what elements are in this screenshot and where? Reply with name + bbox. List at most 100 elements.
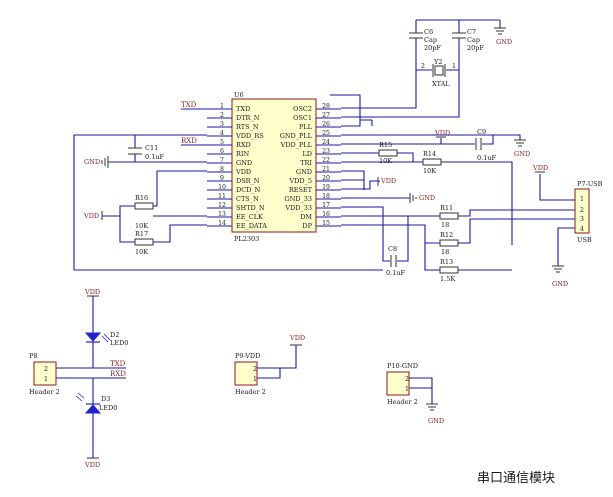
resistor-r14[interactable] [422, 158, 442, 166]
resistor-r11[interactable] [439, 212, 459, 220]
gnd-label-usb: GND [552, 280, 568, 288]
led-d3[interactable] [75, 392, 102, 414]
y2-value: XTAL [432, 80, 450, 88]
left-nets: TXD RXD C11 0.1uF GND VDD R16 10K R17 10… [73, 94, 361, 270]
d3-ref: D3 [101, 395, 110, 403]
p7-pin4: 4 [580, 226, 584, 233]
r13-ref: R13 [440, 258, 453, 266]
ic-pin-name: OSC2 [293, 105, 312, 113]
capacitor-c9[interactable] [475, 138, 482, 150]
ic-pin-number: 5 [220, 139, 224, 146]
ic-pin-number: 24 [322, 139, 330, 146]
d2-ref: D2 [110, 331, 119, 339]
p8-pin2: 2 [44, 366, 48, 373]
ic-pin-name: RIN [236, 150, 249, 158]
ic-pin-number: 3 [220, 121, 224, 128]
header-p9[interactable]: P9-VDD 2 1 Header 2 [234, 352, 266, 396]
ic-pin-number: 25 [322, 130, 330, 137]
vdd-label-d2: VDD [84, 288, 100, 296]
r12-ref: R12 [440, 231, 453, 239]
ic-pin-name: PLL [299, 123, 313, 131]
c7-ref: C7 [467, 28, 476, 36]
ic-pin-number: 17 [322, 202, 330, 209]
r16-value: 10K [135, 222, 148, 230]
resistor-r17[interactable] [134, 238, 154, 246]
c7-value: 20pF [467, 44, 484, 52]
capacitor-c6[interactable] [409, 32, 423, 39]
ic-pin-name: GND [236, 159, 252, 167]
ic-pin-name: VDD_PLL [280, 141, 313, 149]
ic-pin-name: GND [296, 168, 312, 176]
y2-pin1: 1 [452, 63, 456, 70]
ic-ref: U6 [234, 91, 244, 99]
ic-pin-number: 7 [220, 157, 224, 164]
p9-pin2: 2 [253, 366, 257, 373]
r17-value: 10K [135, 248, 148, 256]
capacitor-c11[interactable] [128, 147, 142, 155]
c9-ref: C9 [477, 128, 486, 136]
p7-pin3: 3 [580, 216, 584, 223]
c11-value: 0.1uF [145, 153, 165, 161]
ic-pin-name: DCD_N [236, 186, 261, 194]
ic-pin-number: 11 [218, 193, 226, 200]
ic-pin-name: DM [300, 213, 312, 221]
ic-pin-name: VDD_5 [288, 177, 312, 185]
ic-pin-number: 19 [322, 184, 330, 191]
header-p8[interactable]: P8 2 1 Header 2 [29, 352, 60, 396]
ic-pin-name: VDD_RS [235, 132, 264, 140]
ic-pin-number: 10 [218, 184, 226, 191]
crystal-y2[interactable] [432, 64, 446, 77]
c7-type: Cap [467, 36, 480, 44]
p8-value: Header 2 [29, 388, 60, 396]
net-txd-led: TXD [110, 360, 126, 368]
p10-wires [409, 377, 433, 404]
resistor-r13[interactable] [439, 266, 459, 274]
ic-pin-number: 8 [220, 166, 224, 173]
header-p10[interactable]: P10-GND 2 1 Header 2 [386, 362, 418, 406]
p9-ref: P9-VDD [235, 352, 260, 360]
y2-ref: Y2 [433, 58, 442, 66]
r13-value: 1.5K [440, 275, 455, 283]
p7-ref: P7-USB [577, 180, 603, 188]
ic-pin-number: 14 [218, 220, 226, 227]
gnd-label-p10: GND [428, 417, 444, 425]
led-d2[interactable] [84, 332, 111, 343]
p7-value: USB [577, 236, 592, 244]
p9-value: Header 2 [235, 388, 266, 396]
ic-pin-number: 22 [322, 157, 330, 164]
ic-pin-name: TRI [300, 159, 312, 167]
gnd-symbol [426, 403, 438, 411]
ic-pin-number: 13 [218, 211, 226, 218]
resistor-r16[interactable] [134, 202, 154, 210]
ic-pin-number: 4 [220, 130, 224, 137]
ic-pin-number: 28 [322, 103, 330, 110]
p7-pin1: 1 [580, 196, 584, 203]
resistor-r12[interactable] [439, 239, 459, 247]
ic-pin-number: 6 [220, 148, 224, 155]
resistor-r15[interactable] [378, 149, 398, 157]
p10-pin2: 2 [405, 376, 409, 383]
capacitor-c8[interactable] [390, 255, 397, 267]
c9-value: 0.1uF [477, 154, 497, 162]
ic-pin-number: 26 [322, 121, 330, 128]
r17-ref: R17 [135, 230, 148, 238]
r15-value: 10K [379, 157, 392, 165]
r12-value: 18 [441, 248, 449, 256]
r14-value: 10K [423, 167, 436, 175]
d2-value: LED0 [110, 339, 128, 347]
c8-value: 0.1uF [386, 269, 406, 277]
ic-pin-name: RTS_N [236, 123, 259, 131]
gnd-label-pll: GND [514, 150, 530, 158]
ic-pin-number: 20 [322, 175, 330, 182]
ic-pin-name: OSC1 [293, 114, 312, 122]
usb-connector-p7[interactable]: P7-USB USB 1 2 3 4 [574, 180, 603, 244]
ic-pin-number: 23 [322, 148, 330, 155]
ic-pin-number: 27 [322, 112, 330, 119]
r15-ref: R15 [379, 141, 392, 149]
capacitor-c7[interactable] [452, 32, 466, 39]
c6-value: 20pF [424, 44, 441, 52]
ic-pin-number: 12 [218, 202, 226, 209]
p7-pin2: 2 [580, 207, 584, 214]
